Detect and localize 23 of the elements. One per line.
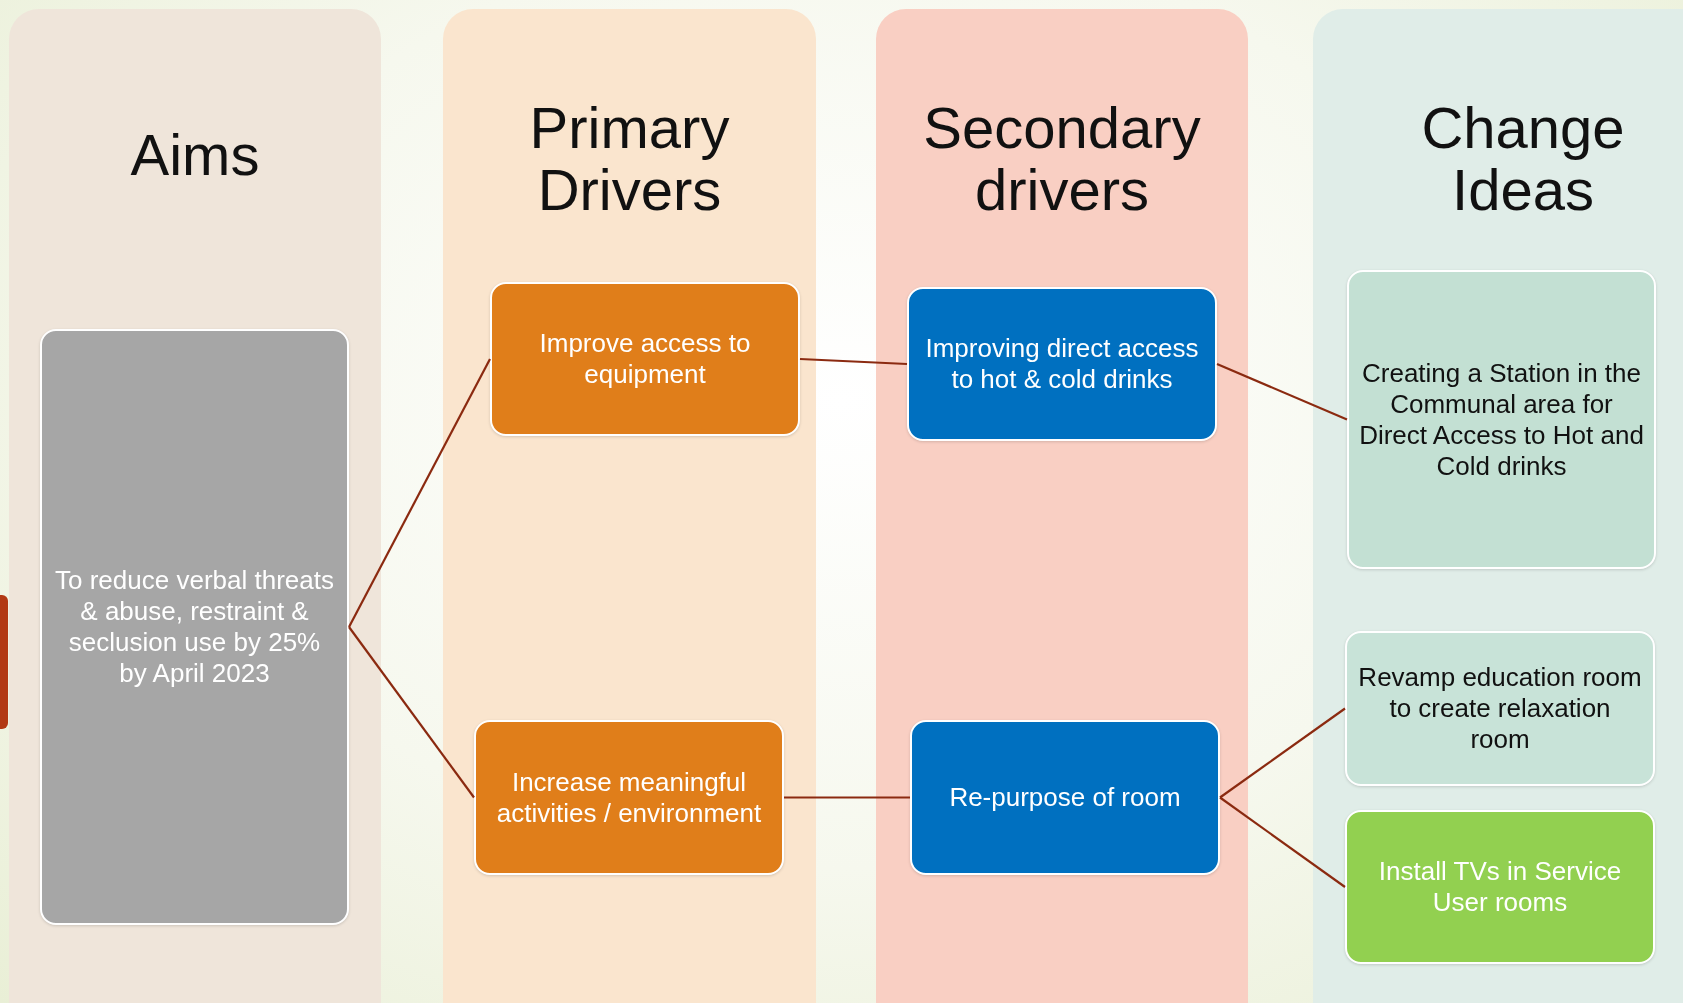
column-heading: Secondary drivers [922,97,1202,221]
column-band [9,9,381,1003]
column-band [876,9,1248,1003]
connector-line [1219,796,1346,888]
column-heading: Primary Drivers [528,97,731,221]
driver-box: Revamp education room to create relaxation room [1345,631,1655,786]
column-band [1313,9,1683,1003]
connector-line [1219,707,1346,799]
connector-line [784,796,910,799]
connector-line [1216,363,1348,421]
driver-box: Re-purpose of room [910,720,1220,875]
driver-box: To reduce verbal threats & abuse, restraint & seclusion use by 25% by April 2023 [40,329,349,925]
connector-line [348,626,475,799]
column-band [443,9,816,1003]
connector-line [348,358,491,628]
driver-box: Install TVs in Service User rooms [1345,810,1655,964]
driver-box: Increase meaningful activities / environment [474,720,784,875]
driver-box: Creating a Station in the Communal area for Direct Access to Hot and Cold drinks [1347,270,1656,569]
driver-box: Improve access to equipment [490,282,800,436]
connector-line [799,357,908,366]
column-heading: Aims [129,124,261,186]
driver-box: Improving direct access to hot & cold drinks [907,287,1217,441]
column-heading: Change Ideas [1420,97,1626,221]
